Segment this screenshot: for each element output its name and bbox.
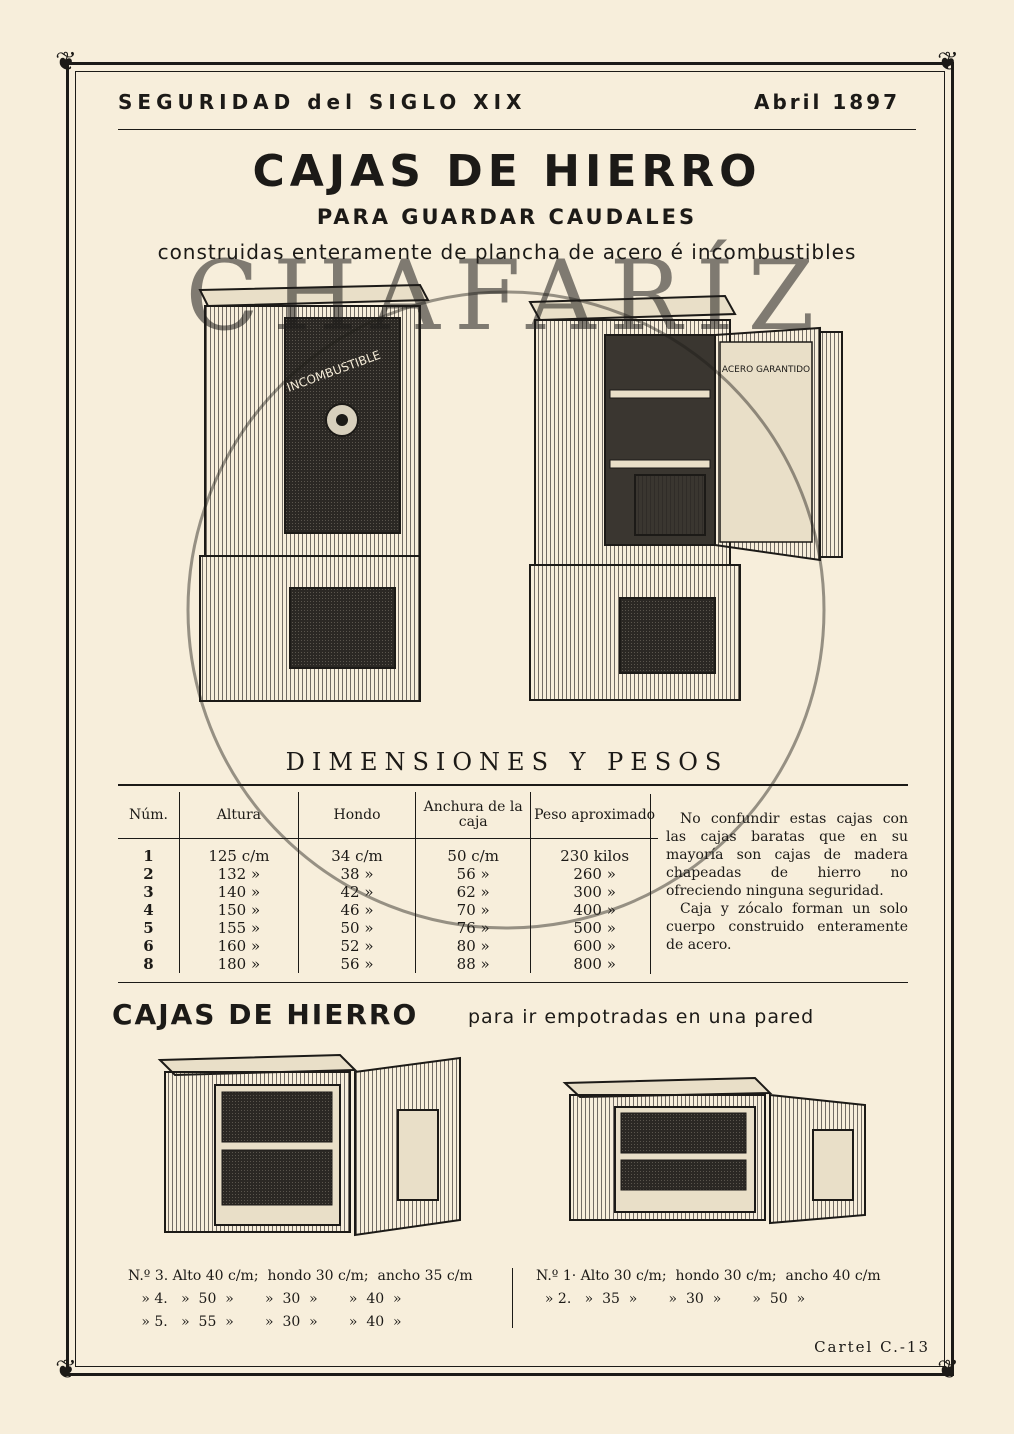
safe-right-label: ACERO GARANTIDO [722, 365, 810, 375]
table-cell: 50 c/m [415, 838, 531, 865]
section2-subtitle: para ir empotradas en una pared [468, 1006, 815, 1028]
left-safe-specs: N.º 3. Alto 40 c/m; hondo 30 c/m; ancho … [128, 1265, 473, 1334]
spec-line: » 4. » 50 » » 30 » » 40 » [128, 1291, 402, 1307]
note-paragraph: Caja y zócalo forman un solo cuerpo cons… [666, 901, 908, 953]
corner-ornament-icon: ❦ [937, 1355, 959, 1385]
header-date: Abril 1897 [754, 90, 900, 114]
table-row: 3 140 »42 »62 »300 » [118, 883, 658, 901]
footer-reference: Cartel C.-13 [814, 1338, 930, 1356]
table-cell: 38 » [297, 865, 416, 883]
col-header: Anchura de la caja [415, 792, 531, 839]
right-safe-specs: N.º 1· Alto 30 c/m; hondo 30 c/m; ancho … [536, 1265, 881, 1311]
table-cell: 260 » [530, 865, 658, 883]
table-cell: 230 kilos [530, 838, 658, 865]
dimensions-note: No confundir estas cajas con las cajas b… [666, 810, 908, 954]
table-cell: 42 » [297, 883, 416, 901]
table-cell: 56 » [415, 865, 531, 883]
table-cell: 180 » [178, 955, 299, 973]
table-row: 5 155 »50 »76 »500 » [118, 919, 658, 937]
table-cell: 300 » [530, 883, 658, 901]
table-cell: 800 » [530, 955, 658, 973]
table-cell: 150 » [178, 901, 299, 919]
spec-line: N.º 1· Alto 30 c/m; hondo 30 c/m; ancho … [536, 1268, 881, 1284]
page-subtitle: PARA GUARDAR CAUDALES [316, 205, 698, 229]
table-row: 6 160 »52 »80 »600 » [118, 937, 658, 955]
table-cell: 70 » [415, 901, 531, 919]
table-cell: 600 » [530, 937, 658, 955]
dimensions-table: Núm. Altura Hondo Anchura de la caja Pes… [118, 792, 658, 973]
table-cell: 56 » [297, 955, 416, 973]
spec-line: N.º 3. Alto 40 c/m; hondo 30 c/m; ancho … [128, 1268, 473, 1284]
table-cell: 3 [143, 883, 154, 901]
page-border-inner [75, 71, 945, 1367]
table-cell: 155 » [178, 919, 299, 937]
page-border-outer [66, 62, 954, 1376]
table-cell: 50 » [297, 919, 416, 937]
table-cell: 500 » [530, 919, 658, 937]
table-row: 2 132 »38 »56 »260 » [118, 865, 658, 883]
table-cell: 5 [143, 919, 154, 937]
table-cell: 62 » [415, 883, 531, 901]
table-cell: 80 » [415, 937, 531, 955]
wall-safe-large-illustration [157, 1053, 461, 1237]
table-cell: 125 c/m [178, 838, 299, 865]
table-bottom-rule [118, 982, 908, 983]
wall-safe-small-illustration [562, 1076, 866, 1225]
table-cell: 400 » [530, 901, 658, 919]
page-title: CAJAS DE HIERRO [252, 146, 762, 197]
table-cell: 4 [143, 901, 154, 919]
table-cell: 132 » [178, 865, 299, 883]
spec-line: » 5. » 55 » » 30 » » 40 » [128, 1314, 402, 1330]
col-header: Núm. [118, 792, 180, 839]
table-cell: 76 » [415, 919, 531, 937]
col-header: Hondo [297, 792, 416, 839]
note-paragraph: No confundir estas cajas con las cajas b… [666, 811, 908, 899]
section2-title: CAJAS DE HIERRO [112, 998, 419, 1031]
table-cell: 88 » [415, 955, 531, 973]
tall-safes-illustration: INCOMBUSTIBLE ACERO GARANTIDO [186, 283, 843, 930]
corner-ornament-icon: ❦ [55, 1355, 77, 1385]
table-cell: 160 » [178, 937, 299, 955]
table-cell: 8 [143, 955, 154, 973]
col-header: Altura [178, 792, 299, 839]
spec-line: » 2. » 35 » » 30 » » 50 » [536, 1291, 806, 1307]
table-cell: 52 » [297, 937, 416, 955]
watermark-text: CHAFARÍZ [185, 240, 829, 352]
corner-ornament-icon: ❦ [937, 47, 959, 77]
spec-divider [512, 1268, 513, 1328]
corner-ornament-icon: ❦ [55, 47, 77, 77]
dimensions-title: DIMENSIONES Y PESOS [285, 748, 729, 776]
table-row: 8 180 »56 »88 »800 » [118, 955, 658, 973]
page-description: construidas enteramente de plancha de ac… [157, 240, 857, 264]
col-header: Peso aproximado [530, 792, 658, 839]
header-series: SEGURIDAD del SIGLO XIX [118, 90, 527, 114]
table-cell: 46 » [297, 901, 416, 919]
table-top-rule [118, 784, 908, 786]
table-cell: 34 c/m [297, 838, 416, 865]
table-cell: 1 [143, 847, 154, 865]
table-cell: 140 » [178, 883, 299, 901]
table-cell: 6 [143, 937, 154, 955]
note-divider [650, 794, 651, 974]
table-cell: 2 [143, 865, 154, 883]
table-row: 4 150 »46 »70 »400 » [118, 901, 658, 919]
header-rule [118, 129, 916, 130]
